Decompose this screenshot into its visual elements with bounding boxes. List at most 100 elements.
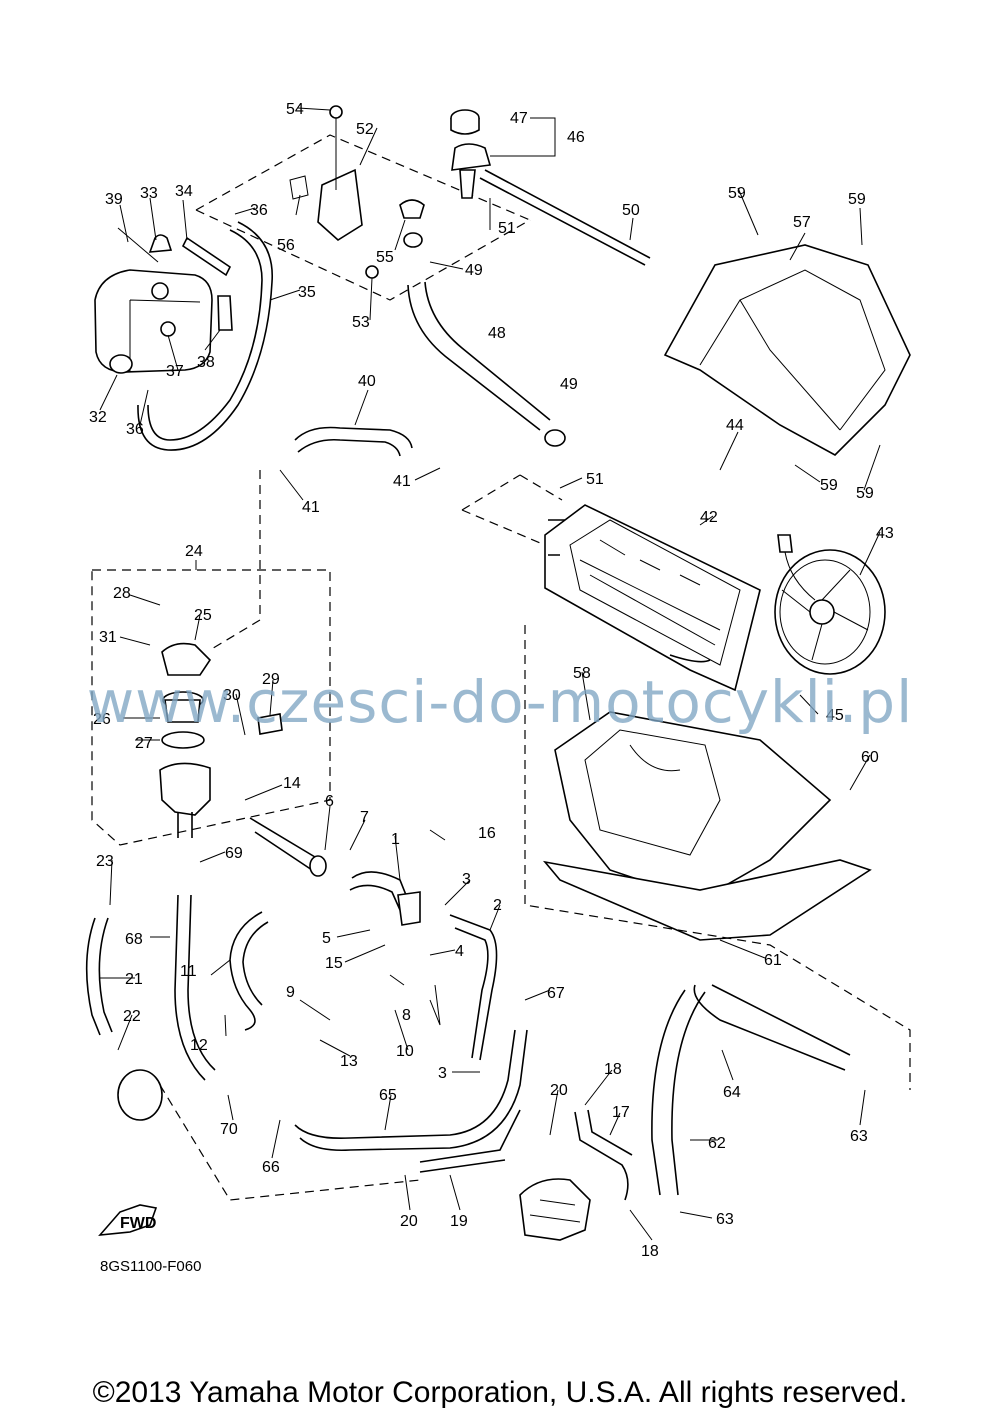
thermostat-housing-group-24 [91, 470, 331, 846]
callout-36-top: 36 [250, 202, 268, 219]
callout-49-bottom: 49 [560, 376, 578, 393]
callout-27: 27 [135, 735, 153, 752]
callout-58: 58 [573, 665, 591, 682]
fan-shroud-57 [663, 244, 911, 456]
pipe-50 [479, 169, 651, 266]
callout-36-bottom: 36 [126, 421, 144, 438]
callout-47: 47 [510, 110, 528, 127]
callout-16: 16 [478, 825, 496, 842]
reservoir-tank [94, 227, 233, 374]
radiator-42 [461, 474, 761, 692]
air-duct-58 [554, 711, 832, 901]
callout-18-top: 18 [604, 1061, 622, 1078]
cooling-system-exploded-diagram: 54 52 47 46 36 56 55 51 49 53 50 59 57 5… [85, 101, 911, 1260]
callout-7: 7 [360, 809, 369, 826]
hose-19 [419, 1109, 521, 1173]
callout-69: 69 [225, 845, 243, 862]
callout-51-top: 51 [498, 220, 516, 237]
callout-64: 64 [723, 1084, 741, 1101]
callout-31: 31 [99, 629, 117, 646]
callout-37: 37 [166, 363, 184, 380]
callout-8: 8 [402, 1007, 411, 1024]
callout-1: 1 [391, 831, 400, 848]
callout-55: 55 [376, 249, 394, 266]
cover-61 [524, 625, 911, 1090]
callout-6: 6 [325, 793, 334, 810]
callout-3-top: 3 [462, 871, 471, 888]
callout-26: 26 [93, 711, 111, 728]
callout-3-bottom: 3 [438, 1065, 447, 1082]
hose-62 [651, 984, 851, 1196]
callout-59-a: 59 [728, 185, 746, 202]
callout-61: 61 [764, 952, 782, 969]
callout-54: 54 [286, 101, 304, 118]
callout-40: 40 [358, 373, 376, 390]
callout-30: 30 [223, 687, 241, 704]
callout-21: 21 [125, 971, 143, 988]
callout-20-bottom: 20 [400, 1213, 418, 1230]
hose-35 [137, 221, 273, 451]
callout-60: 60 [861, 749, 879, 766]
callout-33: 33 [140, 185, 158, 202]
callout-14: 14 [283, 775, 301, 792]
watermark: www.czesci-do-motocykli.pl [86, 668, 914, 736]
callout-39: 39 [105, 191, 123, 208]
callout-48: 48 [488, 325, 506, 342]
callout-12: 12 [190, 1037, 208, 1054]
callout-45: 45 [826, 707, 844, 724]
callout-13: 13 [340, 1053, 358, 1070]
callout-44: 44 [726, 417, 744, 434]
hose-17 [574, 1109, 633, 1201]
callout-17: 17 [612, 1104, 630, 1121]
callout-66: 66 [262, 1159, 280, 1176]
callout-50: 50 [622, 202, 640, 219]
callout-28: 28 [113, 585, 131, 602]
callout-46: 46 [567, 129, 585, 146]
callout-9: 9 [286, 984, 295, 1001]
callout-4: 4 [455, 943, 464, 960]
fan-43 [774, 534, 886, 675]
hose-2 [449, 914, 498, 1061]
callout-57: 57 [793, 214, 811, 231]
fwd-arrow [98, 1204, 158, 1236]
callout-10: 10 [396, 1043, 414, 1060]
hose-40 [294, 426, 413, 457]
callout-labels: 54 52 47 46 36 56 55 51 49 53 50 59 57 5… [89, 101, 894, 1260]
callout-62: 62 [708, 1135, 726, 1152]
hose-48 [403, 232, 566, 447]
callout-51-mid: 51 [586, 471, 604, 488]
callout-41-left: 41 [302, 499, 320, 516]
callout-19: 19 [450, 1213, 468, 1230]
hose-6 [249, 817, 327, 877]
callout-59-b: 59 [848, 191, 866, 208]
callout-68: 68 [125, 931, 143, 948]
callout-63-right: 63 [850, 1128, 868, 1145]
callout-70: 70 [220, 1121, 238, 1138]
callout-56: 56 [277, 237, 295, 254]
callout-65: 65 [379, 1087, 397, 1104]
callout-23: 23 [96, 853, 114, 870]
callout-49-top: 49 [465, 262, 483, 279]
callout-63-bottom: 63 [716, 1211, 734, 1228]
callout-18-bottom: 18 [641, 1243, 659, 1260]
hose-21 [85, 917, 113, 1036]
callout-52: 52 [356, 121, 374, 138]
callout-15: 15 [325, 955, 343, 972]
callout-43: 43 [876, 525, 894, 542]
callout-5: 5 [322, 930, 331, 947]
callout-25: 25 [194, 607, 212, 624]
callout-34: 34 [175, 183, 193, 200]
radiator-cap-filler-46 [450, 109, 556, 199]
callout-24: 24 [185, 543, 203, 560]
callout-2: 2 [493, 897, 502, 914]
pipe-1 [349, 871, 421, 926]
callout-53: 53 [352, 314, 370, 331]
callout-67: 67 [547, 985, 565, 1002]
callout-42: 42 [700, 509, 718, 526]
water-pump [519, 1178, 591, 1241]
pump-cover-22 [117, 1069, 421, 1201]
callout-59-d: 59 [856, 485, 874, 502]
copyright-notice: ©2013 Yamaha Motor Corporation, U.S.A. A… [92, 1376, 908, 1409]
callout-59-c: 59 [820, 477, 838, 494]
fwd-label: FWD [120, 1215, 156, 1232]
